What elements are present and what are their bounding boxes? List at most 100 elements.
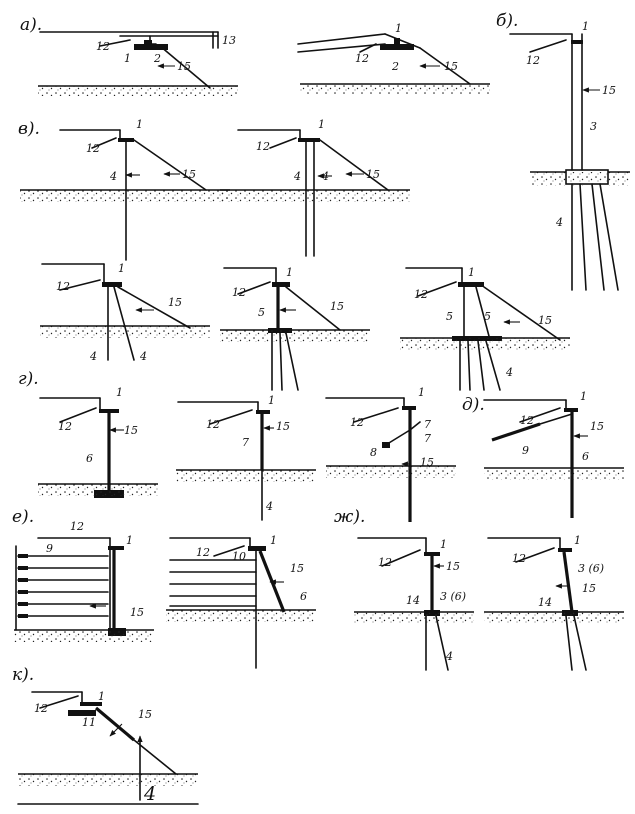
- label-12: 12: [232, 286, 246, 299]
- label-3: 3: [590, 120, 597, 133]
- label-1: 1: [268, 394, 275, 407]
- diagram-v-2: 1 12 4 4 15: [220, 118, 410, 257]
- label-15: 15: [182, 168, 196, 181]
- section-label-zh: ж).: [334, 507, 365, 527]
- label-4: 4: [143, 783, 156, 805]
- label-1: 1: [468, 266, 475, 279]
- label-4: 4: [265, 500, 273, 513]
- label-15: 15: [582, 582, 596, 595]
- label-3-6: 3 (6): [578, 562, 604, 575]
- label-1: 1: [318, 118, 325, 131]
- label-1: 1: [418, 386, 425, 399]
- section-label-a: а).: [20, 15, 42, 35]
- label-12: 12: [56, 280, 70, 293]
- diagram-e-2: 12 10 1 15 6: [166, 534, 316, 669]
- label-6: 6: [582, 450, 589, 463]
- label-4: 4: [505, 366, 513, 379]
- diagram-k: к). 1 12 11 15 4: [12, 665, 199, 805]
- label-15: 15: [130, 606, 144, 619]
- label-1: 1: [126, 534, 133, 547]
- label-2: 2: [391, 60, 399, 73]
- label-12: 12: [58, 420, 72, 433]
- label-6: 6: [86, 452, 93, 465]
- label-7: 7: [424, 432, 431, 445]
- label-15: 15: [330, 300, 344, 313]
- label-12: 12: [70, 520, 84, 533]
- label-7: 7: [424, 418, 431, 431]
- label-12: 12: [520, 414, 534, 427]
- label-4: 4: [293, 170, 301, 183]
- label-4: 4: [109, 170, 117, 183]
- label-1: 1: [395, 22, 402, 35]
- section-label-v: в).: [18, 119, 40, 139]
- diagram-b: б). 1 12 15 3 4: [496, 11, 630, 291]
- section-label-e: е).: [12, 507, 34, 527]
- label-1: 1: [286, 266, 293, 279]
- label-10: 10: [232, 550, 246, 563]
- label-4: 4: [89, 350, 97, 363]
- label-1: 1: [440, 538, 447, 551]
- label-5: 5: [446, 310, 453, 323]
- label-8: 8: [370, 446, 377, 459]
- label-2: 2: [153, 52, 161, 65]
- diagram-d: д). 1 12 15 9 6: [462, 390, 624, 518]
- diagram-v-5: 1 12 5 5 15 4: [400, 266, 570, 391]
- label-1: 1: [98, 690, 105, 703]
- diagram-g-1: г). 1 12 15 6: [18, 369, 158, 498]
- label-4: 4: [555, 216, 563, 229]
- label-5: 5: [484, 310, 491, 323]
- label-12: 12: [96, 40, 110, 53]
- label-7: 7: [242, 436, 249, 449]
- label-15: 15: [124, 424, 138, 437]
- diagram-g-2: 1 12 15 7 4: [176, 394, 316, 521]
- label-12: 12: [512, 552, 526, 565]
- label-15: 15: [538, 314, 552, 327]
- label-15: 15: [177, 60, 191, 73]
- diagram-v-4: 1 12 5 15: [220, 266, 370, 391]
- label-15: 15: [446, 560, 460, 573]
- label-1: 1: [580, 390, 587, 403]
- label-12: 12: [86, 142, 100, 155]
- label-3-6: 3 (6): [440, 590, 466, 603]
- label-1: 1: [136, 118, 143, 131]
- label-1: 1: [116, 386, 123, 399]
- label-12: 12: [355, 52, 369, 65]
- label-15: 15: [590, 420, 604, 433]
- label-13: 13: [222, 34, 236, 47]
- diagram-zh-1: ж). 1 12 15 3 (6) 14 4: [334, 507, 474, 671]
- label-14: 14: [406, 594, 420, 607]
- diagram-v-3: 1 12 15 4 4: [40, 262, 210, 363]
- label-1: 1: [118, 262, 125, 275]
- label-6: 6: [300, 590, 307, 603]
- diagram-a-2: 1 12 2 15: [297, 22, 490, 94]
- section-label-g: г).: [18, 369, 39, 389]
- section-label-k: к).: [12, 665, 34, 685]
- label-12: 12: [206, 418, 220, 431]
- label-1: 1: [270, 534, 277, 547]
- label-15: 15: [290, 562, 304, 575]
- label-12: 12: [196, 546, 210, 559]
- label-1: 1: [124, 52, 131, 65]
- label-12: 12: [256, 140, 270, 153]
- diagram-zh-2: 1 12 3 (6) 15 14: [484, 534, 624, 671]
- label-9: 9: [522, 444, 529, 457]
- label-4: 4: [445, 650, 453, 663]
- label-12: 12: [526, 54, 540, 67]
- label-1: 1: [574, 534, 581, 547]
- section-label-d: д).: [462, 395, 485, 415]
- label-15: 15: [276, 420, 290, 433]
- label-1: 1: [582, 20, 589, 33]
- label-11: 11: [82, 716, 96, 729]
- label-12: 12: [350, 416, 364, 429]
- diagram-e-1: е). 12 1 9 15: [12, 507, 154, 642]
- label-9: 9: [46, 542, 53, 555]
- label-15: 15: [444, 60, 458, 73]
- section-label-b: б).: [496, 11, 518, 31]
- label-4: 4: [321, 170, 329, 183]
- label-15: 15: [420, 456, 434, 469]
- label-15: 15: [366, 168, 380, 181]
- label-14: 14: [538, 596, 552, 609]
- label-15: 15: [168, 296, 182, 309]
- label-4: 4: [139, 350, 147, 363]
